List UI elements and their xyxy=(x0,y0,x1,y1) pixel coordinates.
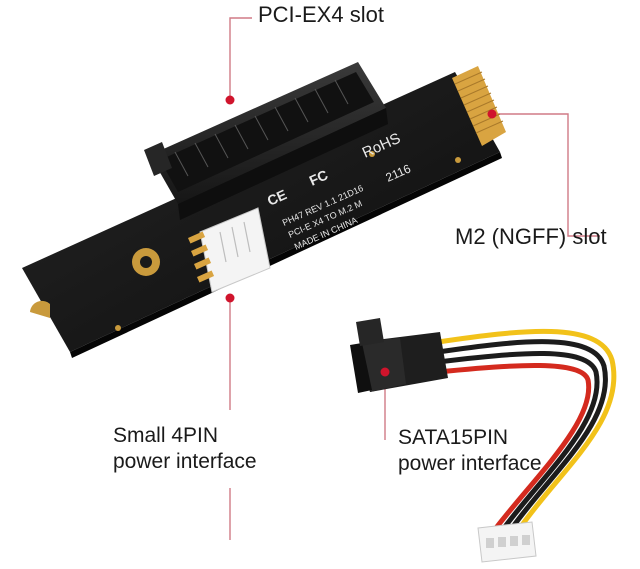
label-m2-slot-text: M2 (NGFF) slot xyxy=(455,224,607,249)
pcie-slot-groove xyxy=(160,72,374,192)
sata-wires xyxy=(435,328,617,531)
small-4pin-connector xyxy=(187,207,271,293)
leader-dot-sata xyxy=(380,367,390,377)
sata-cable xyxy=(350,318,617,563)
leader-line-m2 xyxy=(492,113,600,237)
pcie-pin-lines xyxy=(174,79,349,177)
sata-connector-face xyxy=(350,343,372,393)
label-pci-slot: PCI-EX4 slot xyxy=(258,2,384,28)
leader-dot-4pin xyxy=(225,293,235,303)
small-4pin-plug-slots xyxy=(486,535,530,548)
ce-mark: CE xyxy=(265,186,289,209)
pcb-edge xyxy=(70,152,502,358)
via-dot-1 xyxy=(369,151,375,157)
leader-dot-pci xyxy=(225,95,235,105)
via-dot-2 xyxy=(115,325,121,331)
label-sata-15pin: SATA15PIN power interface xyxy=(398,425,542,477)
label-small-4pin-line1: Small 4PIN xyxy=(113,424,219,447)
fc-mark: FC xyxy=(307,167,331,189)
wire-red-1 xyxy=(435,362,592,531)
via-dot-3 xyxy=(455,157,461,163)
wire-yellow-1 xyxy=(435,328,617,531)
small-4pin-plug xyxy=(477,521,537,563)
mount-hole-center xyxy=(140,256,152,268)
label-sata-15pin-line1: SATA15PIN xyxy=(398,426,509,449)
label-pci-slot-text: PCI-EX4 slot xyxy=(258,2,384,27)
small-4pin-housing xyxy=(199,207,271,293)
leader-line-pci xyxy=(229,17,252,100)
pcb-board xyxy=(22,66,506,358)
pcie-x4-slot xyxy=(144,62,388,220)
sata-connector-shell xyxy=(360,338,406,392)
pcie-slot-latch xyxy=(144,142,172,176)
wire-black-2 xyxy=(435,351,600,531)
pcb-body xyxy=(22,72,500,352)
pcie-slot-front xyxy=(178,108,388,220)
wire-black-1 xyxy=(435,339,608,531)
small-4pin-pins xyxy=(187,231,215,283)
label-small-4pin-line2: power interface xyxy=(113,450,257,473)
leader-dot-m2 xyxy=(487,109,497,119)
m2-finger-lines xyxy=(454,71,504,134)
leader-dots xyxy=(225,95,497,377)
label-small-4pin: Small 4PIN power interface xyxy=(113,423,257,475)
mount-notch xyxy=(30,300,50,318)
sata-connector-tab xyxy=(356,318,384,346)
label-sata-15pin-line2: power interface xyxy=(398,452,542,475)
small-4pin-ribs xyxy=(219,221,251,263)
label-m2-slot: M2 (NGFF) slot xyxy=(455,224,607,250)
